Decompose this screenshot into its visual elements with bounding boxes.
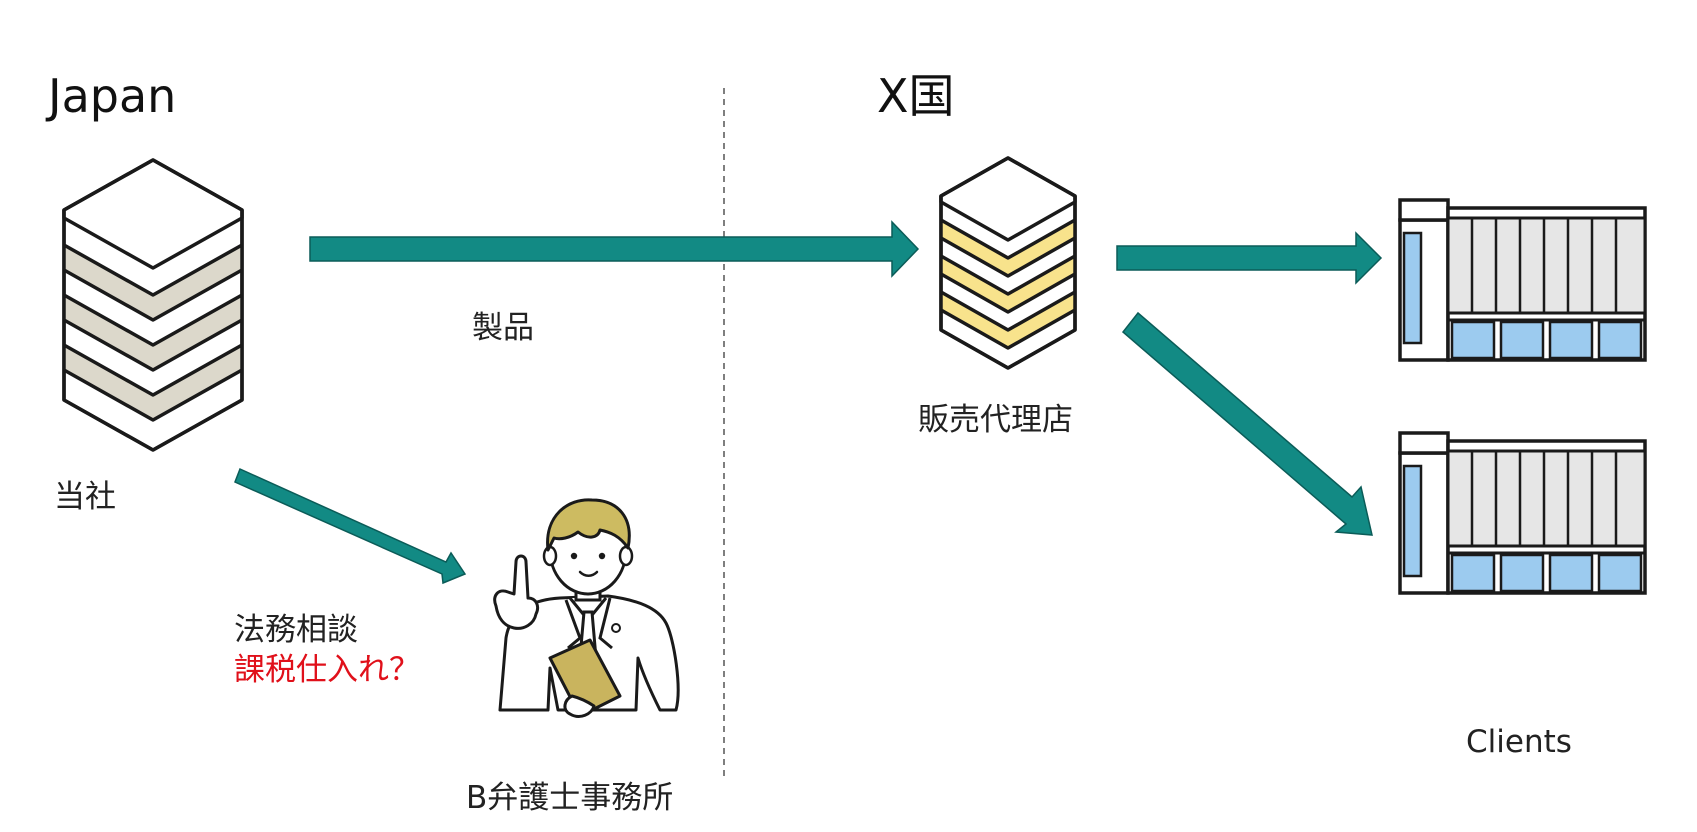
- client-building-icon-top: [1398, 198, 1647, 362]
- product-label: 製品: [472, 310, 534, 346]
- legal-consult-label: 法務相談: [234, 612, 358, 648]
- distributor-stack-icon: [939, 156, 1077, 370]
- product-arrow: [309, 220, 920, 278]
- taxable-purchase-label: 課税仕入れ？: [234, 652, 420, 688]
- client-building-icon-bottom: [1398, 431, 1647, 595]
- region-title-japan: Japan: [45, 69, 176, 123]
- company-stack-icon: [62, 158, 244, 452]
- legal-consult-arrow: [234, 467, 467, 585]
- region-title-x: X国: [877, 69, 955, 123]
- distributor-to-client-arrow: [1116, 231, 1383, 285]
- law-firm-label: B弁護士事務所: [466, 780, 673, 816]
- lawyer-person-icon: [493, 498, 680, 718]
- distributor-to-client2-arrow: [1121, 311, 1373, 536]
- company-label: 当社: [54, 479, 116, 515]
- distributor-label: 販売代理店: [918, 402, 1073, 438]
- clients-label: Clients: [1466, 724, 1572, 760]
